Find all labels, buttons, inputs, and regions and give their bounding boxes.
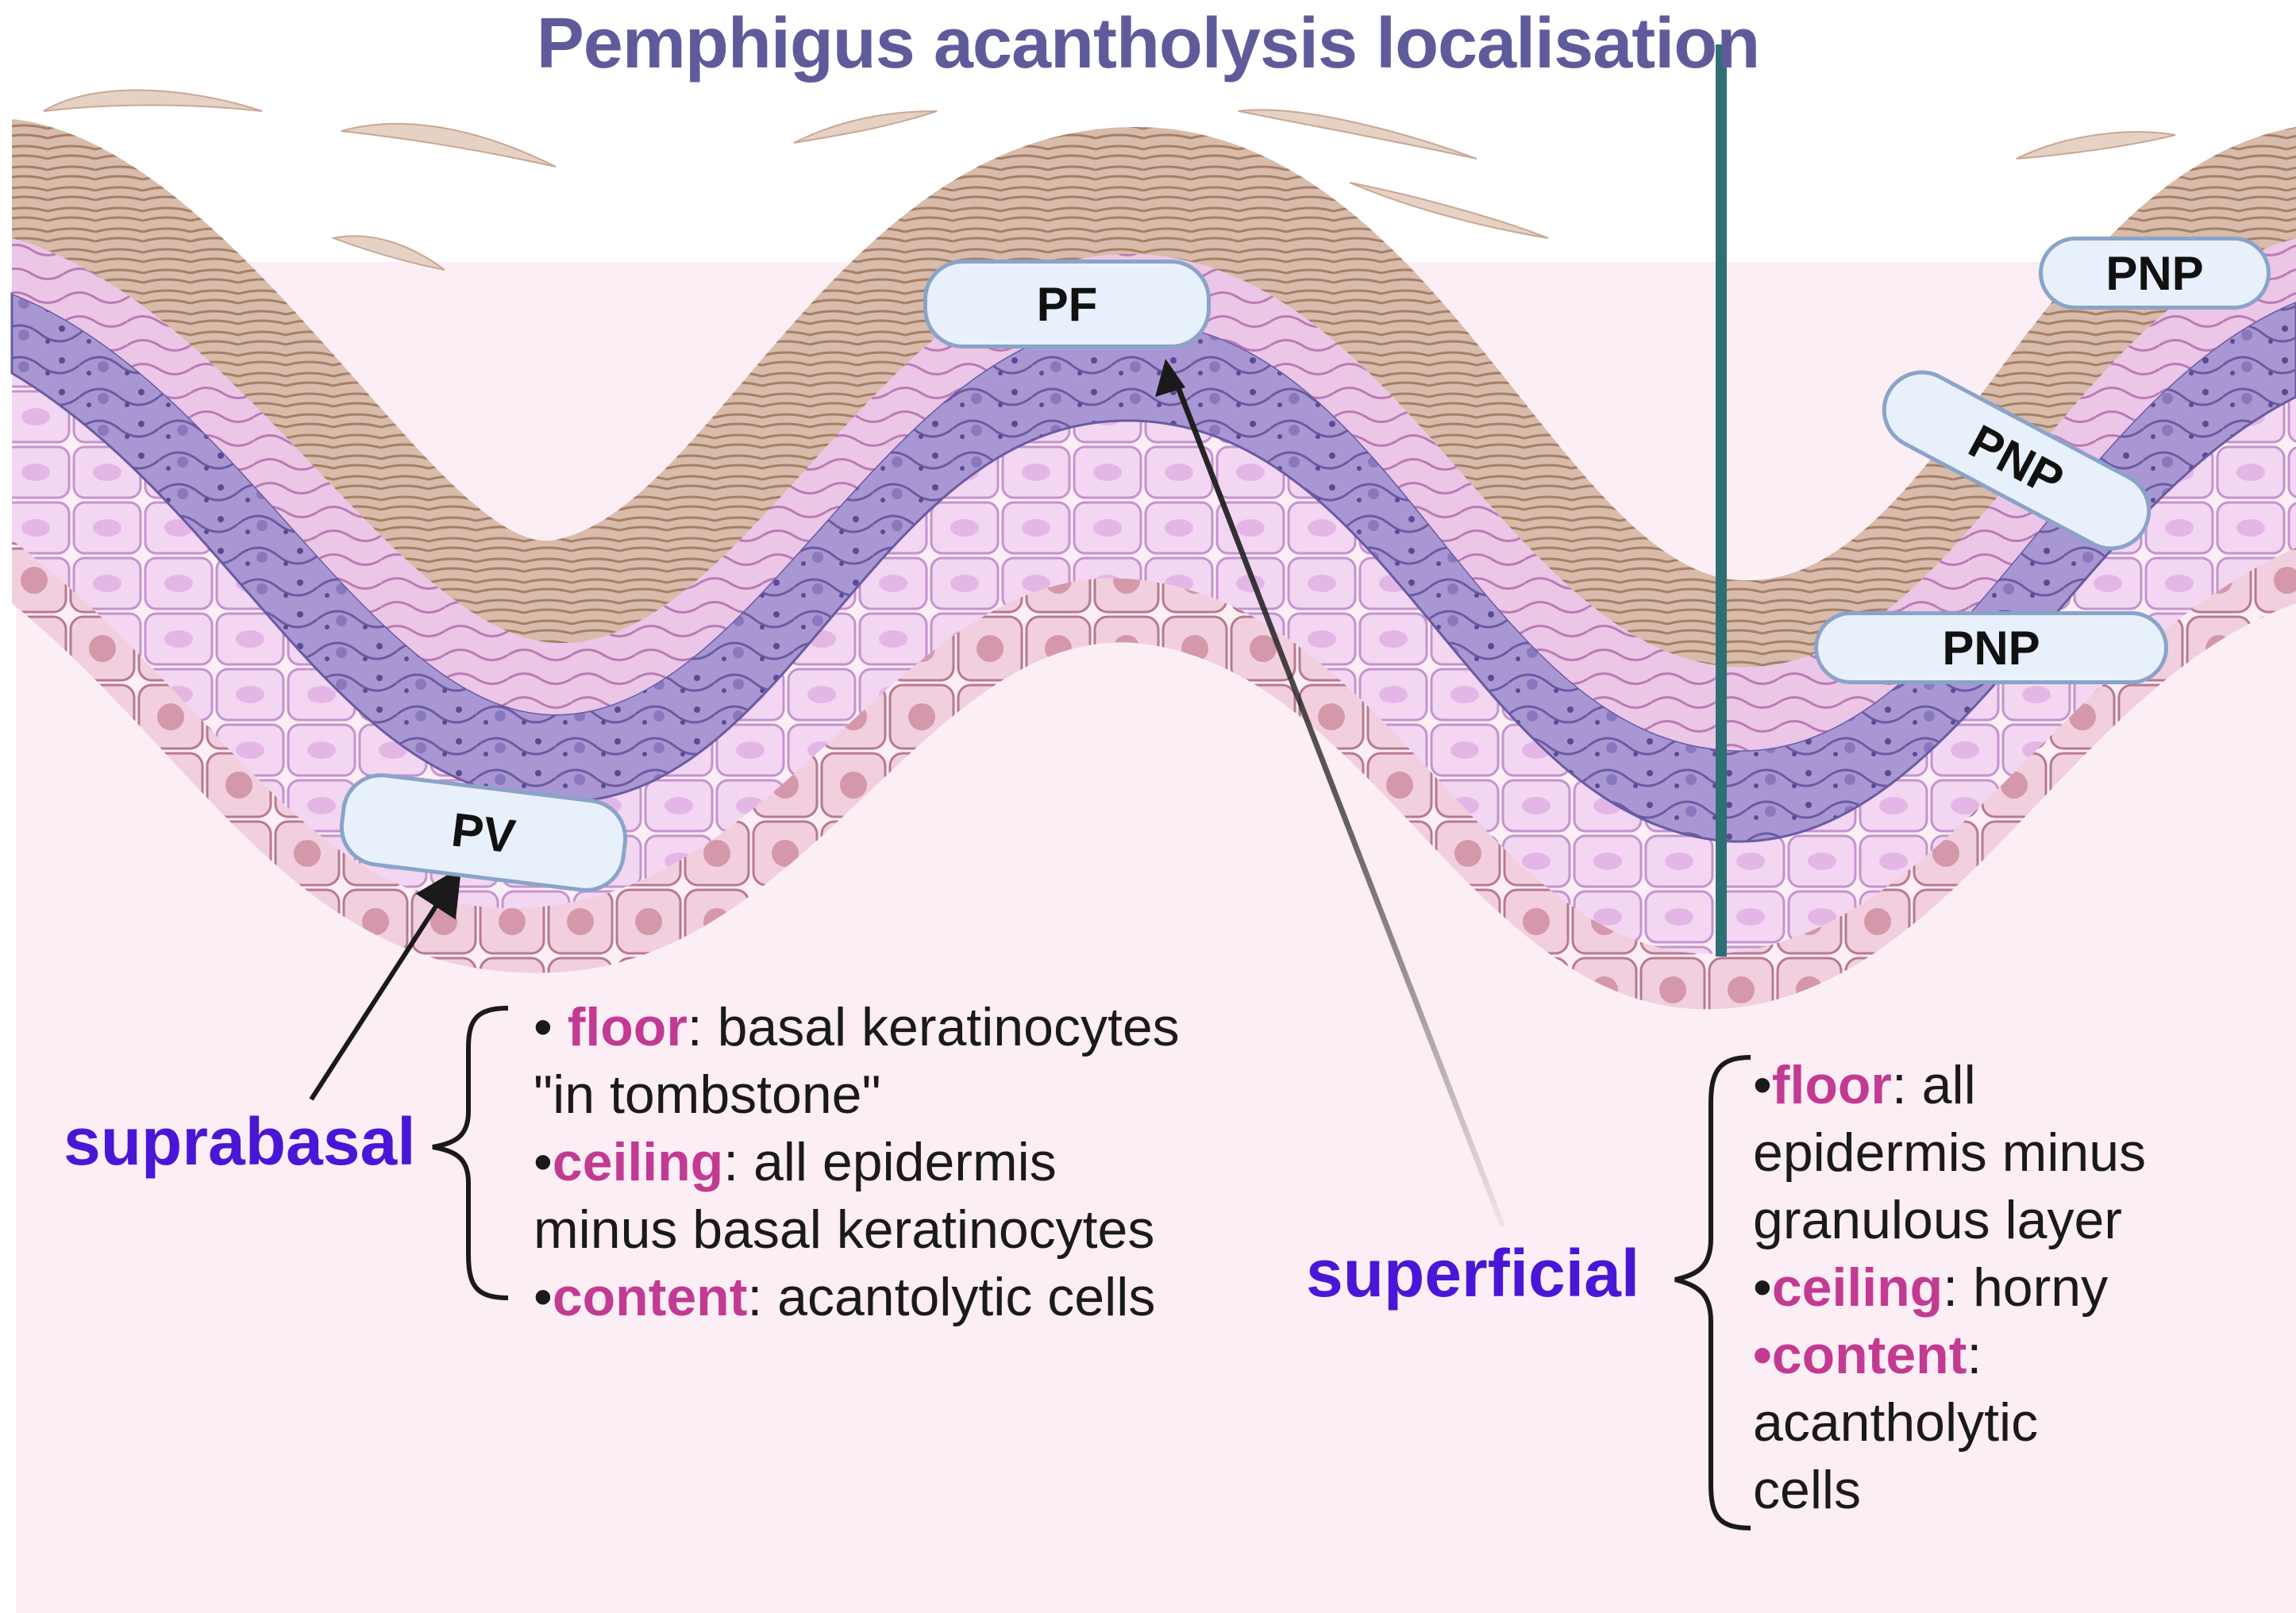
pf-label: PF xyxy=(923,260,1211,348)
ceiling-text: : all epidermis xyxy=(723,1132,1057,1192)
suprabasal-floor-line: • floor: basal keratinocytes xyxy=(534,994,1180,1061)
pnp-label-bottom: PNP xyxy=(1814,611,2168,684)
superficial-floor-line-2: epidermis minus xyxy=(1753,1122,2147,1183)
bullet: • xyxy=(1753,1257,1772,1318)
diagram-title: Pemphigus acantholysis localisation xyxy=(536,4,1760,83)
suprabasal-ceiling-line: •ceiling: all epidermis xyxy=(534,1129,1180,1196)
suprabasal-brace xyxy=(432,1006,509,1300)
content-key: content xyxy=(552,1267,748,1327)
horny-layer xyxy=(12,119,2296,668)
suprabasal-heading: suprabasal xyxy=(64,1104,416,1179)
ceiling-text: : horny xyxy=(1943,1257,2109,1318)
content-key: •content xyxy=(1753,1325,1967,1385)
suprabasal-ceiling-line-2: minus basal keratinocytes xyxy=(534,1199,1155,1260)
ceiling-key: ceiling xyxy=(1771,1257,1944,1318)
content-text: : xyxy=(1967,1325,1982,1385)
superficial-notes: •floor: all epidermis minus granulous la… xyxy=(1753,1052,2146,1524)
floor-key: floor xyxy=(1771,1055,1892,1115)
suprabasal-notes: • floor: basal keratinocytes "in tombsto… xyxy=(534,994,1180,1331)
pv-arrow xyxy=(309,866,462,1101)
superficial-floor-line: •floor: all xyxy=(1753,1052,2146,1119)
superficial-ceiling-line: •ceiling: horny xyxy=(1753,1254,2146,1322)
pnp-label-top: PNP xyxy=(2039,237,2271,310)
bullet: • xyxy=(534,1132,553,1192)
superficial-content-line-2: acantholytic xyxy=(1753,1392,2039,1453)
ceiling-key: ceiling xyxy=(552,1132,724,1192)
bullet: • xyxy=(534,1267,553,1327)
pf-arrow xyxy=(1169,371,1506,1228)
superficial-content-line-3: cells xyxy=(1753,1460,1862,1520)
horny-flakes xyxy=(43,89,2176,271)
floor-text: : basal keratinocytes xyxy=(687,997,1180,1057)
pf-arrowhead xyxy=(1155,359,1185,397)
floor-text: : all xyxy=(1891,1055,1976,1115)
bullet: • xyxy=(534,997,568,1057)
superficial-heading: superficial xyxy=(1306,1236,1640,1311)
floor-key: floor xyxy=(567,997,688,1057)
superficial-floor-line-3: granulous layer xyxy=(1753,1190,2122,1250)
basal-layer xyxy=(12,540,2296,1010)
superficial-brace xyxy=(1674,1055,1751,1530)
content-text: : acantolytic cells xyxy=(747,1267,1156,1327)
suprabasal-content-line: •content: acantolytic cells xyxy=(534,1264,1180,1331)
superficial-content-line: •content: xyxy=(1753,1322,2146,1389)
bullet: • xyxy=(1753,1055,1772,1115)
suprabasal-floor-line-2: "in tombstone" xyxy=(534,1064,881,1125)
